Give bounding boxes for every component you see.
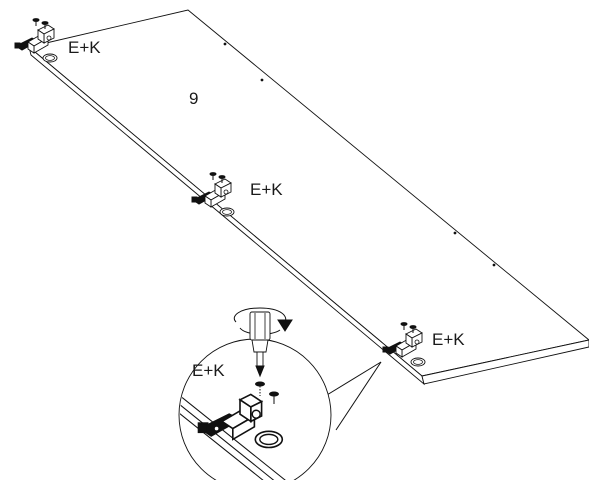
callout-line — [335, 361, 382, 431]
pilot-hole-mark — [223, 42, 227, 46]
panel-number: 9 — [189, 89, 198, 108]
pilot-hole-mark — [260, 78, 264, 82]
screw-icon — [269, 391, 279, 404]
hinge-label-middle: E+K — [250, 180, 283, 199]
hinge-label-bottom: E+K — [432, 330, 465, 349]
hinge-detail — [197, 393, 284, 449]
detail-callout — [178, 338, 382, 480]
cabinet-door-panel — [28, 9, 589, 386]
screwdriver-rotate-icon — [233, 307, 293, 378]
hinge-label-detail: E+K — [192, 361, 225, 380]
pilot-hole-mark — [453, 231, 457, 235]
screw-icon — [255, 381, 265, 396]
panel-side-edge — [421, 339, 589, 385]
hinge-label-top: E+K — [68, 38, 101, 57]
callout-line — [321, 361, 382, 399]
pilot-hole-mark — [492, 263, 496, 267]
panel-top-face — [28, 9, 589, 377]
